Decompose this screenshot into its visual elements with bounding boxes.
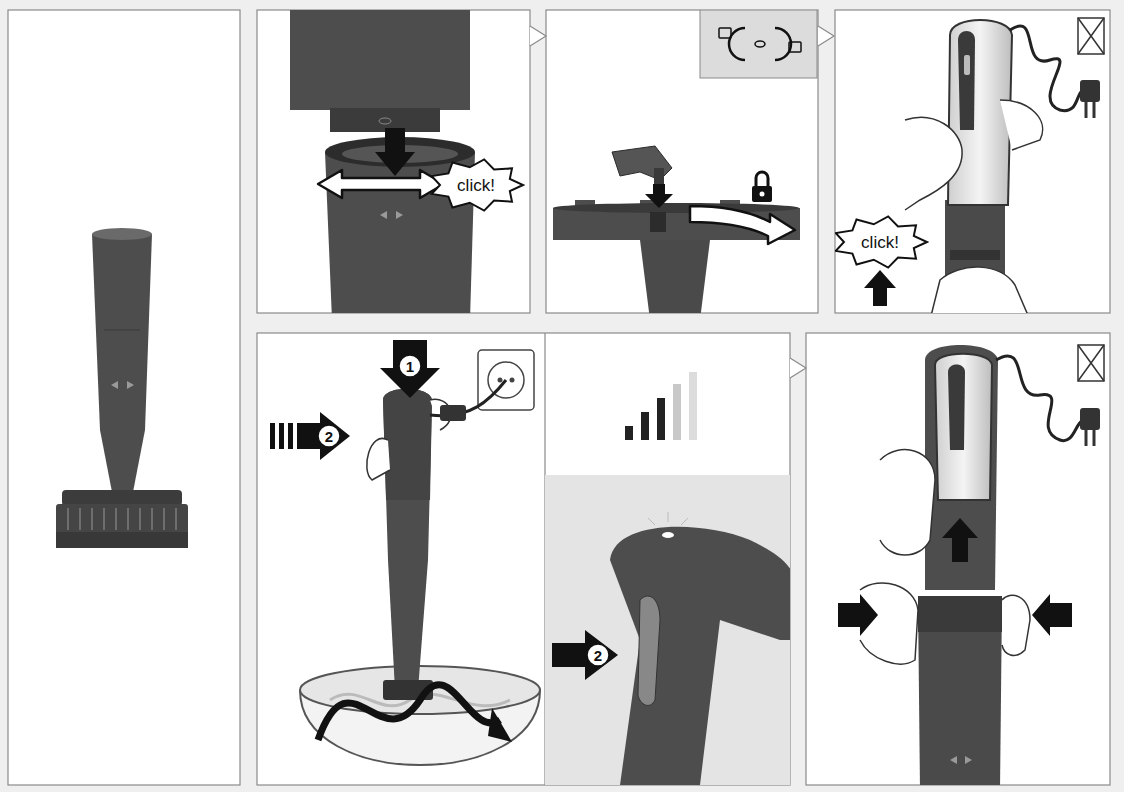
click-label: click! bbox=[861, 234, 899, 251]
detach-step bbox=[838, 345, 1104, 785]
callout-number: 2 bbox=[594, 648, 602, 663]
attach-shaft-step bbox=[290, 10, 523, 313]
click-label: click! bbox=[457, 177, 495, 194]
masher-attachment bbox=[56, 228, 188, 548]
operate-step bbox=[270, 340, 540, 765]
lock-step bbox=[553, 10, 817, 313]
callout-number: 1 bbox=[406, 359, 414, 374]
speed-step bbox=[545, 372, 790, 785]
click-burst bbox=[432, 159, 523, 210]
click-burst bbox=[836, 216, 927, 267]
panel-chevrons bbox=[530, 26, 834, 378]
attach-motor-step bbox=[836, 18, 1104, 313]
callout-number: 2 bbox=[325, 429, 333, 444]
